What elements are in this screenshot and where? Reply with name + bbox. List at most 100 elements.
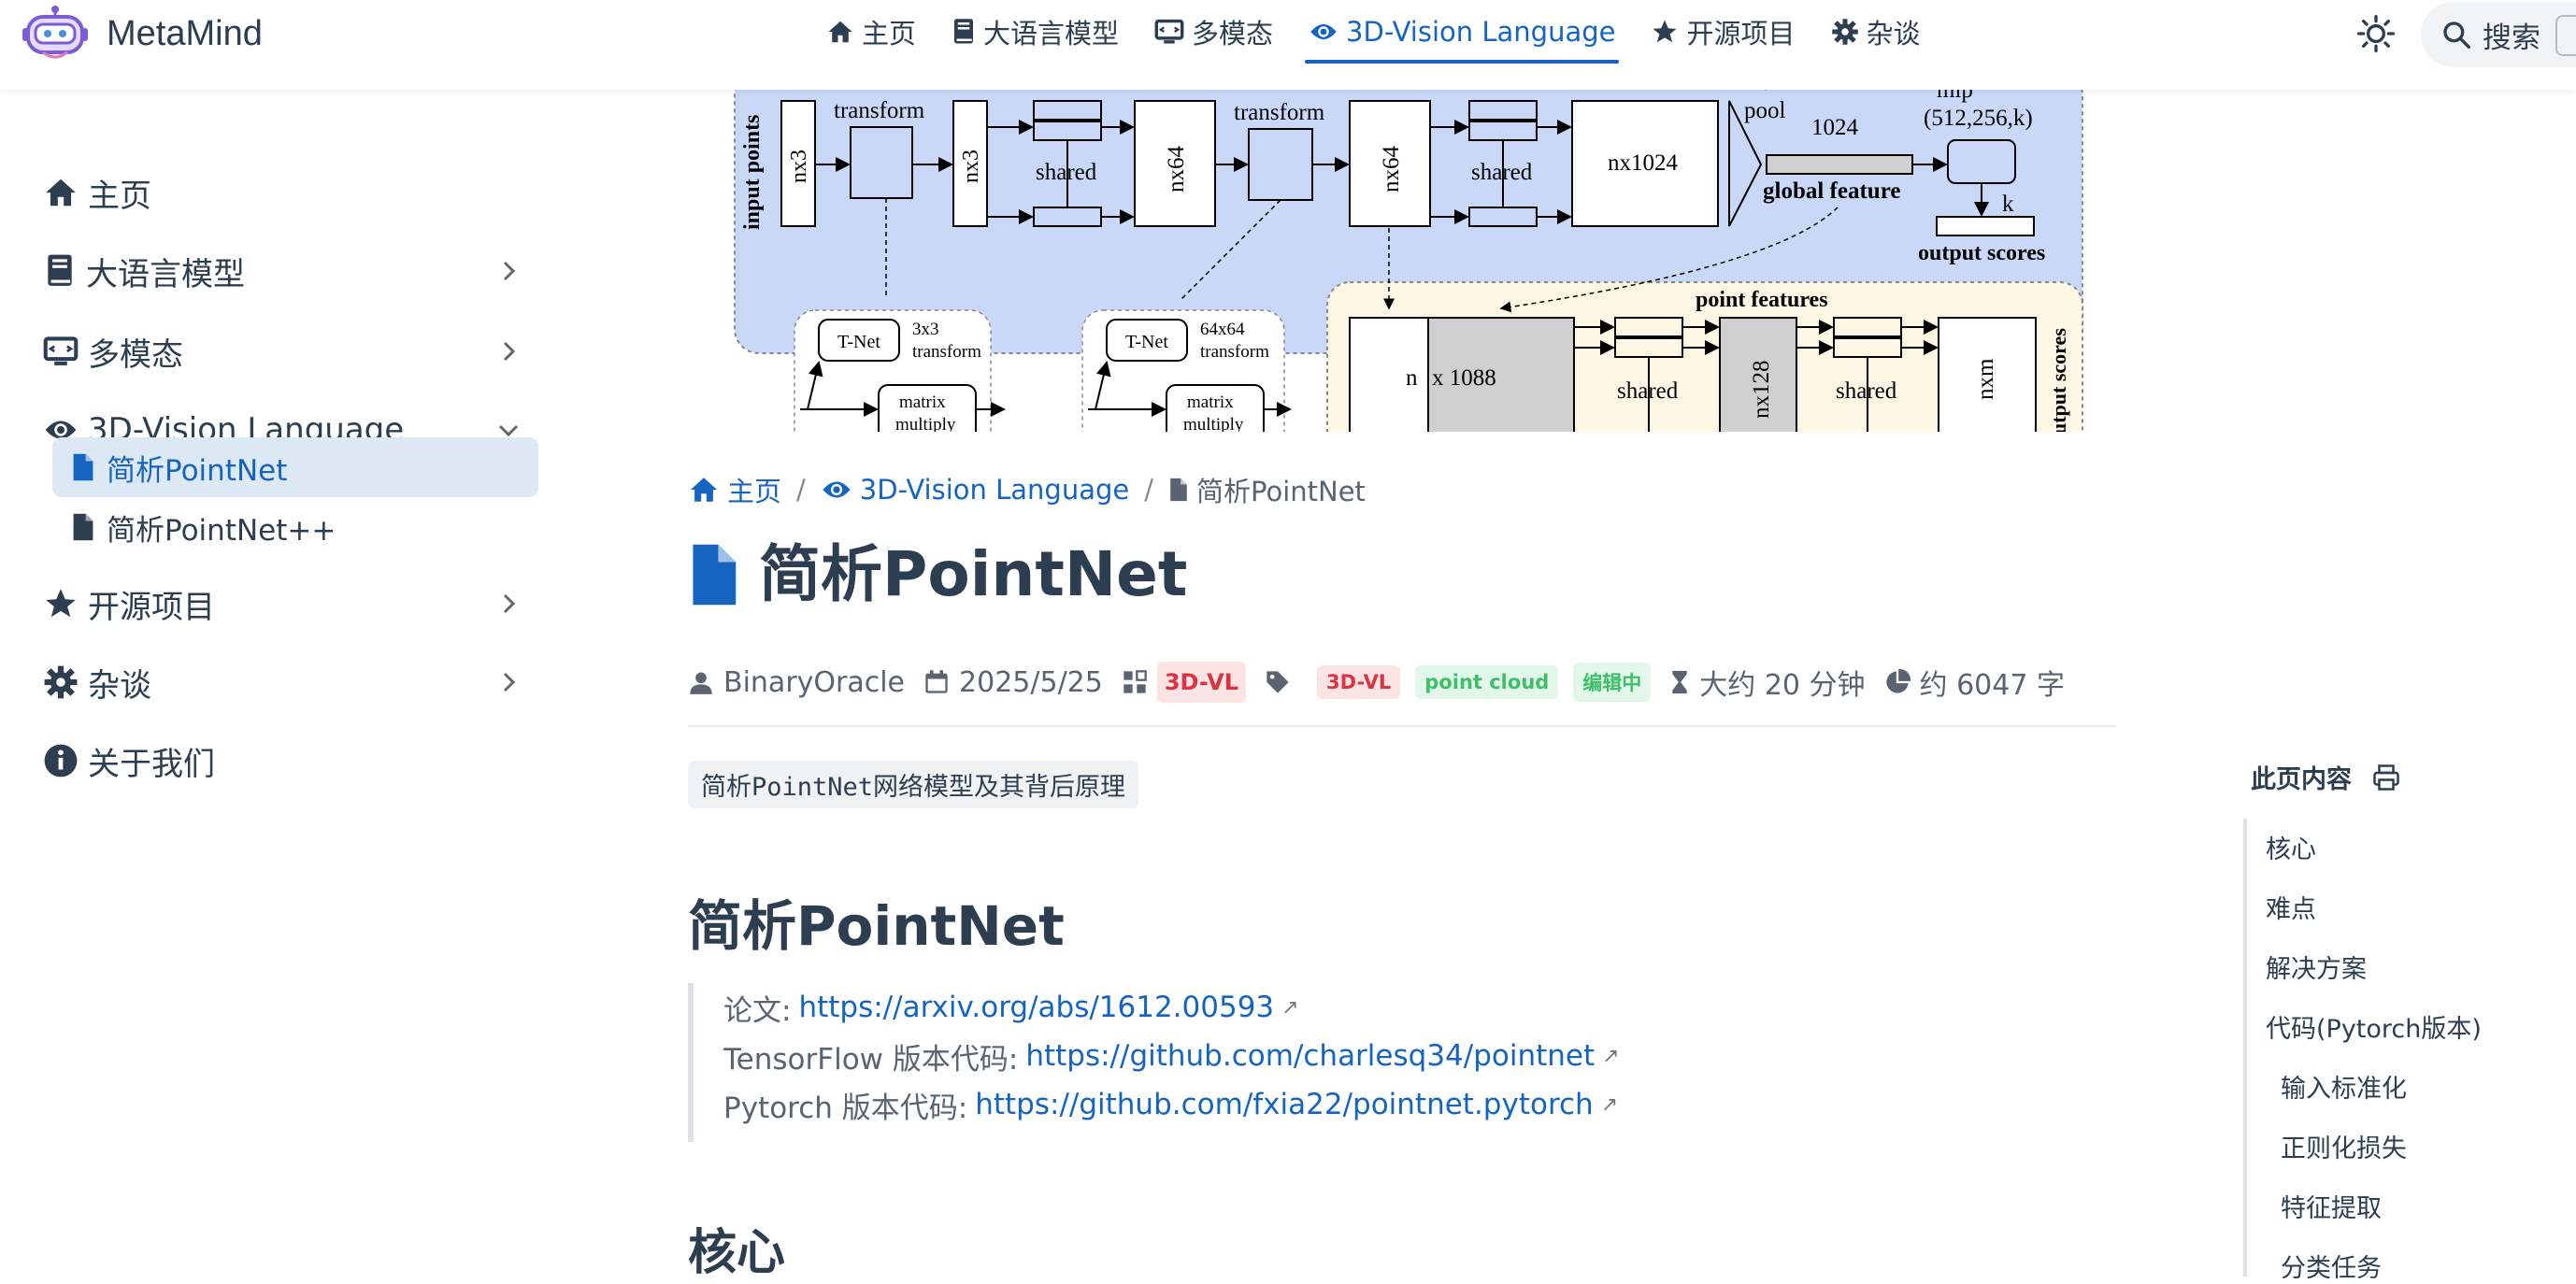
label-k: k [2002,192,2014,217]
brand-link[interactable]: MetaMind [21,4,263,64]
sidebar-item-open-source[interactable]: 开源项目 [43,578,520,630]
eye-icon [1310,24,1337,39]
toc-item-regularization-loss[interactable]: 正则化损失 [2281,1134,2407,1163]
eye-icon [45,421,77,439]
sidebar-item-label: 开源项目 [88,588,215,626]
nav-link-label: 多模态 [1192,18,1274,50]
toc-title-text: 此页内容 [2251,765,2352,794]
label-input-points: input points [740,115,765,230]
section-heading-core: 核心 [688,1225,786,1281]
breadcrumb-section-link[interactable]: 3D-Vision Language [821,474,1129,506]
nav-link-label: 主页 [862,18,917,50]
shortcut-key-badge [2555,15,2576,56]
label-nx3-b: nx3 [959,150,983,183]
home-icon [828,21,852,43]
label-output-scores-vertical: output scores [2047,328,2070,432]
label-nx1024: nx1024 [1608,150,1679,176]
sidebar-item-about[interactable]: 关于我们 [43,735,520,787]
link-line-paper: 论文: https://arxiv.org/abs/1612.00593 ↗ [723,983,1623,1032]
link-line-pytorch: Pytorch 版本代码: https://github.com/fxia22/… [723,1080,1623,1129]
label-multiply-b: multiply [1183,415,1244,432]
label-output-scores: output scores [1918,241,2045,265]
nav-link-label: 杂谈 [1866,18,1921,50]
label-multiply-a: multiply [895,415,956,432]
theme-toggle-button[interactable] [2357,15,2395,52]
sidebar-subitem-pointnet[interactable]: 简析PointNet [52,437,538,497]
label-mlp: mlp [1937,90,1973,103]
label-mlp-dims: (512,256,k) [1924,106,2033,131]
nav-link-label: 大语言模型 [983,18,1120,50]
meta-divider [688,725,2116,727]
tag-badge-point-cloud[interactable]: point cloud [1415,665,1559,699]
tag-badge-3d-vl[interactable]: 3D-VL [1317,665,1401,699]
label-tnet-b: T-Net [1125,332,1168,352]
label-matrix-b: matrix [1187,392,1234,412]
chevron-right-icon [503,593,516,614]
tag-badge-editing[interactable]: 编辑中 [1573,663,1652,702]
toc-item-input-normalization[interactable]: 输入标准化 [2281,1074,2407,1104]
search-button[interactable]: 搜索 [2421,2,2576,67]
paper-link[interactable]: https://arxiv.org/abs/1612.00593 [798,991,1275,1024]
article-meta: BinaryOracle 2025/5/25 3D-VL 3D-VL point… [688,658,2083,706]
external-link-icon: ↗ [1600,1092,1619,1117]
label-shared-a: shared [1036,160,1097,185]
breadcrumb-separator: / [796,474,806,506]
tag-icon [1267,671,1289,693]
label-tnet-a: T-Net [837,332,880,352]
breadcrumb-home-link[interactable]: 主页 [688,470,781,509]
home-icon [46,178,76,207]
label-transform-small-a: transform [912,342,981,362]
user-icon [690,672,712,694]
label-max: max [1744,90,1785,95]
toc-item-difficulty[interactable]: 难点 [2266,894,2316,924]
brand-name: MetaMind [107,13,263,53]
label-nx64-a: nx64 [1164,146,1189,193]
toc-item-classification-task[interactable]: 分类任务 [2281,1253,2382,1283]
nav-link-multimodal[interactable]: 多模态 [1151,0,1277,64]
print-icon[interactable] [2372,763,2400,792]
sidebar-item-label: 大语言模型 [86,255,245,293]
sidebar-subitem-pointnet-plus-plus[interactable]: 简析PointNet++ [52,497,538,557]
label-shared-d: shared [1836,378,1897,404]
breadcrumb-section-label: 3D-Vision Language [859,474,1130,506]
nav-link-3d-vision-language[interactable]: 3D-Vision Language [1305,0,1620,64]
nav-link-misc[interactable]: 杂谈 [1827,0,1925,64]
meta-author-text: BinaryOracle [723,665,906,699]
sidebar-subitem-label: 简析PointNet++ [107,513,336,548]
nav-link-open-source[interactable]: 开源项目 [1647,0,1798,64]
book-icon [48,254,72,286]
nav-link-home[interactable]: 主页 [823,0,920,64]
eye-icon [823,481,851,498]
toc-item-solution[interactable]: 解决方案 [2266,954,2367,984]
pytorch-code-link[interactable]: https://github.com/fxia22/pointnet.pytor… [975,1088,1594,1121]
toc-item-code[interactable]: 代码(Pytorch版本) [2266,1014,2482,1044]
search-icon [2443,21,2470,49]
links-blockquote: 论文: https://arxiv.org/abs/1612.00593 ↗ T… [688,983,1623,1142]
toc-item-feature-extraction[interactable]: 特征提取 [2281,1193,2382,1223]
book-icon [954,19,974,44]
meta-tags: 3D-VL point cloud 编辑中 [1265,663,1652,702]
toc-item-core[interactable]: 核心 [2266,835,2316,864]
top-navbar: MetaMind 主页 大语言模型 多模态 3D-Vision Language… [0,0,2576,90]
sidebar-item-misc[interactable]: 杂谈 [43,656,520,708]
external-link-icon: ↗ [1602,1044,1620,1068]
sidebar-item-home[interactable]: 主页 [43,166,520,219]
sidebar-item-llm[interactable]: 大语言模型 [43,245,520,297]
file-icon [73,513,93,541]
category-badge[interactable]: 3D-VL [1156,662,1247,703]
link-line-tensorflow: TensorFlow 版本代码: https://github.com/char… [723,1032,1623,1080]
tensorflow-code-link[interactable]: https://github.com/charlesq34/pointnet [1025,1039,1596,1073]
label-global-feature: global feature [1763,178,1900,204]
search-label: 搜索 [2483,21,2540,55]
breadcrumb: 主页 / 3D-Vision Language / 简析PointNet [688,469,1366,510]
home-icon [690,478,718,502]
toc-track [2243,819,2247,1277]
link-prefix: TensorFlow 版本代码: [723,1042,1019,1077]
file-icon [73,453,93,481]
section-heading-pointnet: 简析PointNet [688,894,1065,958]
meta-word-count-text: 约 6047 字 [1919,669,2065,702]
sidebar-item-multimodal[interactable]: 多模态 [43,325,520,378]
label-x1088: x 1088 [1432,365,1496,391]
nav-link-llm[interactable]: 大语言模型 [948,0,1123,64]
file-icon [693,544,737,606]
